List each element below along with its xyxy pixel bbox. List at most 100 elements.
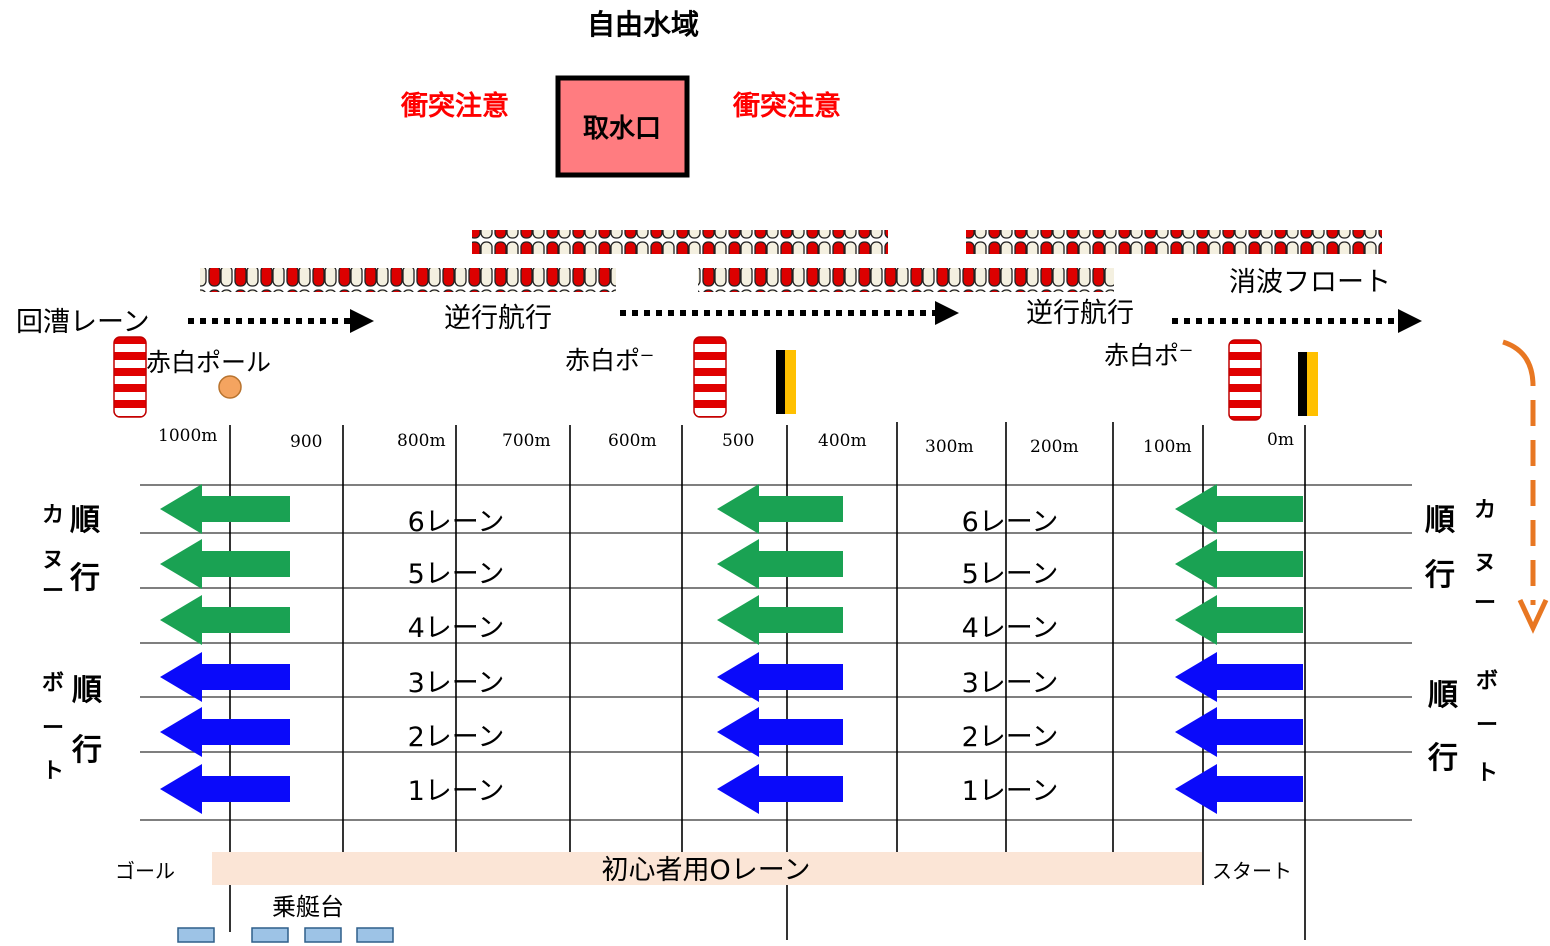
canoe-label-right-char-2: ヌ <box>1474 551 1496 576</box>
forward-right-boat-char-2: 行 <box>1427 741 1458 776</box>
boarding-platform-2 <box>251 927 289 943</box>
forward-right-boat-char-1: 順 <box>1428 678 1458 713</box>
boat-label-left-char-2: ー <box>42 716 64 741</box>
boat-label-right-char-1: ボ <box>1476 669 1498 694</box>
distance-label: 0m <box>1267 430 1294 450</box>
beginner-lane-band <box>212 852 1202 885</box>
canoe-direction-arrow <box>717 484 843 534</box>
forward-right-canoe-char-2: 行 <box>1424 558 1455 593</box>
distance-marker-0m-black <box>1298 352 1307 416</box>
lane-label: 3レーン <box>408 668 505 699</box>
buoy-line-lower-left <box>200 268 616 292</box>
red-white-pole-0m <box>1228 339 1262 421</box>
boat-direction-arrow <box>160 707 290 757</box>
boat-direction-arrow <box>717 652 843 702</box>
beginner-lane-label: 初心者用Oレーン <box>602 855 811 886</box>
lane-label: 2レーン <box>408 722 505 753</box>
canoe-direction-arrow <box>717 539 843 589</box>
wave-float-label: 消波フロート <box>1229 267 1391 298</box>
distance-label: 100m <box>1143 437 1192 457</box>
forward-left-boat-char-1: 順 <box>72 673 102 708</box>
canoe-forward-left: カ ヌ ー 順 行 <box>42 503 110 604</box>
boat-direction-arrow <box>160 652 290 702</box>
distance-label: 400m <box>818 431 867 451</box>
forward-label-right-canoe: 順 行 <box>1424 503 1465 593</box>
boat-label-left-char-1: ボ <box>42 671 64 696</box>
canoe-label-left-char-2: ヌ <box>42 548 64 573</box>
forward-left-canoe-char-2: 行 <box>69 561 100 596</box>
canoe-forward-right: 順 行 カ ヌ ー <box>1424 498 1504 616</box>
lane-label: 1レーン <box>408 776 505 807</box>
canoe-direction-arrow <box>1175 595 1303 645</box>
distance-label: 500 <box>722 431 754 451</box>
return-arrowhead-2 <box>935 301 959 325</box>
free-water-label: 自由水域 <box>587 8 699 41</box>
canoe-label-right-char-3: ー <box>1474 591 1496 616</box>
buoy-line-upper-right <box>966 230 1382 254</box>
red-white-pole-500m <box>693 336 727 418</box>
canoe-direction-arrow <box>1175 539 1303 589</box>
return-arrowhead-3 <box>1398 309 1422 333</box>
lane-label: 6レーン <box>408 507 505 538</box>
boat-label-left-char-3: ト <box>42 759 64 784</box>
lane-label: 4レーン <box>408 613 505 644</box>
lane-labels: 6レーン5レーン4レーン3レーン2レーン1レーン6レーン5レーン4レーン3レーン… <box>408 507 1059 807</box>
forward-left-boat-char-2: 行 <box>71 733 102 768</box>
boat-direction-arrow <box>717 707 843 757</box>
boarding-platform-label: 乗艇台 <box>272 893 344 921</box>
lane-label: 1レーン <box>962 776 1059 807</box>
canoe-direction-arrow <box>717 595 843 645</box>
boarding-platform-4 <box>356 927 394 943</box>
canoe-label-left-char-1: カ <box>42 503 64 528</box>
distance-label: 900 <box>290 432 322 452</box>
distance-label: 300m <box>925 437 974 457</box>
boat-label-right-char-3: ト <box>1476 761 1498 786</box>
distance-marker-500m-yellow <box>785 350 796 414</box>
forward-label-left-boat: 順 行 <box>71 673 112 768</box>
distance-label: 200m <box>1030 437 1079 457</box>
canoe-label-right-char-1: カ <box>1474 498 1496 523</box>
red-white-pole-1000m <box>113 336 147 418</box>
reverse-label-2: 逆行航行 <box>1026 298 1134 329</box>
lane-arrows <box>160 484 1303 814</box>
reverse-label-1: 逆行航行 <box>444 303 552 334</box>
lane-label: 2レーン <box>962 722 1059 753</box>
boat-direction-arrow <box>160 764 290 814</box>
return-lane-label: 回漕レーン <box>16 307 150 338</box>
distance-marker-500m-black <box>776 350 785 414</box>
forward-label-left-canoe: 順 行 <box>69 503 110 596</box>
lane-label: 5レーン <box>962 559 1059 590</box>
canoe-label-right: カ ヌ ー <box>1474 498 1504 616</box>
buoy-line-lower-right <box>698 268 1114 292</box>
boat-direction-arrow <box>1175 652 1303 702</box>
boat-direction-arrow <box>1175 707 1303 757</box>
canoe-direction-arrow <box>160 539 290 589</box>
canoe-label-left-char-3: ー <box>42 579 64 604</box>
goal-label: ゴール <box>115 859 175 883</box>
pole-label-0m: 赤白ポー <box>1104 341 1193 370</box>
forward-label-right-boat: 順 行 <box>1427 678 1468 776</box>
canoe-label-left: カ ヌ ー <box>42 503 72 604</box>
forward-right-canoe-char-1: 順 <box>1425 503 1455 538</box>
lane-label: 3レーン <box>962 668 1059 699</box>
collision-warning-right: 衝突注意 <box>732 90 841 122</box>
return-arrowhead-1 <box>350 309 374 333</box>
canoe-direction-arrow <box>160 484 290 534</box>
turn-arrow-icon <box>1502 339 1549 634</box>
boat-label-right: ボ ー ト <box>1476 669 1506 786</box>
boat-label-left: ボ ー ト <box>42 671 72 784</box>
distance-label: 800m <box>397 431 446 451</box>
pole-label-500m: 赤白ポー <box>565 346 654 375</box>
lane-label: 5レーン <box>408 559 505 590</box>
distance-label: 700m <box>502 431 551 451</box>
canoe-direction-arrow <box>160 595 290 645</box>
pole-label-1000m: 赤白ポール <box>146 348 271 377</box>
boarding-platform-1 <box>177 927 215 943</box>
boat-direction-arrow <box>1175 764 1303 814</box>
marker-ball <box>218 375 242 399</box>
distance-label: 600m <box>608 431 657 451</box>
intake-box <box>555 75 690 178</box>
start-label: スタート <box>1212 859 1292 883</box>
